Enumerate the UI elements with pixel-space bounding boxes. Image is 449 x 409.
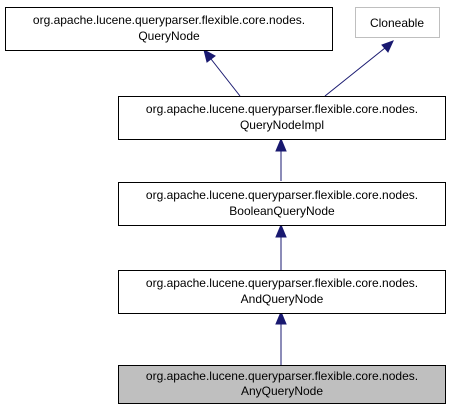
andquerynode-package-label: org.apache.lucene.queryparser.flexible.c… [146, 276, 418, 290]
node-cloneable[interactable]: Cloneable [355, 7, 440, 38]
edges [203, 40, 394, 365]
node-andquerynode[interactable]: org.apache.lucene.queryparser.flexible.c… [118, 270, 446, 314]
booleanquerynode-class-label: BooleanQueryNode [229, 204, 335, 218]
anyquerynode-package-label: org.apache.lucene.queryparser.flexible.c… [146, 369, 418, 383]
booleanquerynode-package-label: org.apache.lucene.queryparser.flexible.c… [146, 188, 418, 202]
andquerynode-class-label: AndQueryNode [241, 292, 324, 306]
edge-querynodeimpl-to-querynode [203, 49, 241, 97]
edge-booleanquerynode-to-querynodeimpl [275, 137, 287, 181]
node-querynode[interactable]: org.apache.lucene.queryparser.flexible.c… [5, 7, 333, 51]
anyquerynode-class-label: AnyQueryNode [241, 384, 323, 398]
node-anyquerynode[interactable]: org.apache.lucene.queryparser.flexible.c… [118, 365, 446, 404]
querynode-class-label: QueryNode [138, 29, 200, 43]
edge-anyquerynode-to-andquerynode [275, 310, 287, 365]
cloneable-label: Cloneable [370, 16, 424, 30]
edge-andquerynode-to-booleanquerynode [275, 223, 287, 270]
edge-querynodeimpl-to-cloneable [324, 40, 394, 97]
node-querynodeimpl[interactable]: org.apache.lucene.queryparser.flexible.c… [118, 96, 446, 140]
node-booleanquerynode[interactable]: org.apache.lucene.queryparser.flexible.c… [118, 182, 446, 226]
querynode-package-label: org.apache.lucene.queryparser.flexible.c… [33, 13, 305, 27]
querynodeimpl-class-label: QueryNodeImpl [240, 118, 324, 132]
querynodeimpl-package-label: org.apache.lucene.queryparser.flexible.c… [146, 102, 418, 116]
